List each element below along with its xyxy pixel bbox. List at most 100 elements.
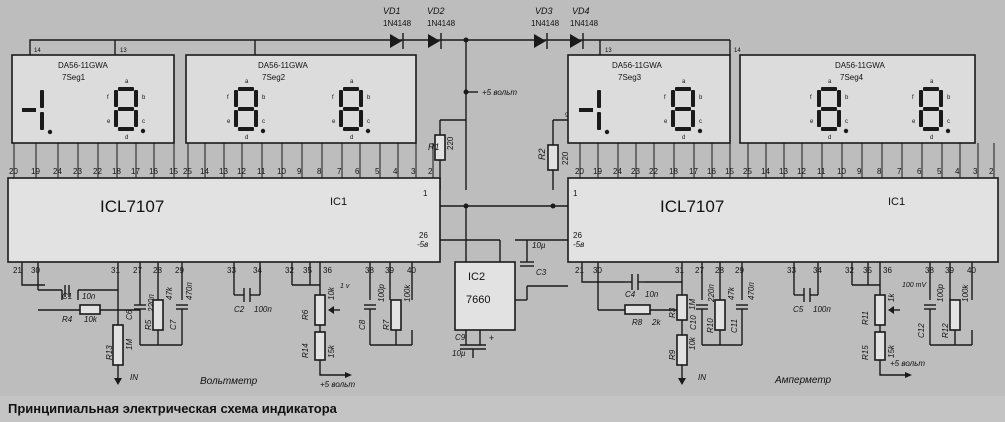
r15-ref: R15 <box>861 345 870 360</box>
7seg3-half-digit <box>579 90 610 135</box>
left-top-pin-9: 9 <box>297 167 302 176</box>
pin13-label: 13 <box>120 48 127 54</box>
r2-value: 220 <box>561 151 570 165</box>
ic1-right-neg5: -5в <box>573 240 584 249</box>
r13-value: 1M <box>125 339 134 350</box>
7seg2-digit-1-label-c: c <box>262 119 265 125</box>
7seg4-digit-2-seg-a <box>923 87 939 91</box>
ic1-right-ref: IC1 <box>888 196 905 208</box>
c4-value: 10п <box>645 290 659 299</box>
left-top-pin-14: 14 <box>200 167 209 176</box>
left-top-pin-22: 22 <box>93 167 102 176</box>
c1-value: 10п <box>82 292 96 301</box>
7seg3-part: DA56-11GWA <box>612 61 662 70</box>
r14-value: 15k <box>327 344 336 358</box>
7seg3-digit-seg-c <box>691 110 695 127</box>
7seg1-ref: 7Seg1 <box>62 73 86 82</box>
7seg2-digit-2-label-c: c <box>367 119 370 125</box>
capacitor-c12: C12 100р <box>917 284 945 338</box>
7seg4-digit-2-label-e: e <box>912 119 916 125</box>
ic1-left-pin1: 1 <box>423 189 428 198</box>
7seg1-half-digit <box>22 90 53 135</box>
c6-value: 220п <box>147 294 156 313</box>
7seg4-digit-1-label-e: e <box>810 119 814 125</box>
c10-ref: C10 <box>689 315 698 330</box>
left-top-pin-6: 6 <box>355 167 360 176</box>
7seg4-digit-2-label-f: f <box>912 95 914 101</box>
7seg4-ref: 7Seg4 <box>840 73 864 82</box>
7seg3-digit-label-b: b <box>699 95 703 101</box>
7seg2-digit-1-seg-c <box>254 110 258 127</box>
7seg3-digit-seg-d <box>675 127 691 131</box>
left-bottom-pin-35: 35 <box>303 266 312 275</box>
r10-value: 47k <box>727 286 736 300</box>
plus5-left-label: +5 вольт <box>320 380 355 389</box>
diode-vd1: VD1 1N4148 <box>383 6 412 49</box>
ic1-left-name: ICL7107 <box>100 197 164 216</box>
resistor-r1: R1 220 <box>428 134 455 161</box>
7seg3-ref: 7Seg3 <box>618 73 642 82</box>
7seg4-digit-2-seg-g <box>923 107 939 111</box>
vd1-part: 1N4148 <box>383 19 412 28</box>
pin9-label: 9 <box>565 113 569 119</box>
right-top-pin-18: 18 <box>669 167 678 176</box>
in-right-label: IN <box>698 373 706 382</box>
7seg2-digit-2-seg-g <box>343 107 359 111</box>
7seg2-digit-1-seg-e <box>234 110 238 127</box>
right-bottom-circuit <box>581 262 973 385</box>
7seg4-digit-2-seg-d <box>923 127 939 131</box>
7seg2-part: DA56-11GWA <box>258 61 308 70</box>
7seg1-digit-label-d: d <box>125 135 128 141</box>
7seg4-digit-2-seg-c <box>939 110 943 127</box>
right-top-pin-10: 10 <box>837 167 846 176</box>
right-bottom-pin-31: 31 <box>675 266 684 275</box>
7seg3-half-digit-seg-c <box>597 112 601 130</box>
vd2-ref: VD2 <box>427 6 445 16</box>
left-top-pin-10: 10 <box>277 167 286 176</box>
r3-ref: R3 <box>668 307 677 318</box>
7seg3-digit-label-c: c <box>699 119 702 125</box>
left-top-pin-16: 16 <box>149 167 158 176</box>
r6-ref: R6 <box>301 309 310 320</box>
7seg2-digit-2-dp <box>365 128 371 134</box>
c6-ref: C6 <box>125 309 134 320</box>
right-top-pin-19: 19 <box>593 167 602 176</box>
c7-ref: C7 <box>169 319 178 330</box>
resistor-r10: R10 47k <box>706 286 736 333</box>
7seg4-digit-1-label-b: b <box>845 95 849 101</box>
resistor-r14: R14 15k +5 вольт <box>301 331 355 389</box>
7seg1-half-digit-minus <box>22 108 36 112</box>
7seg1-digit-label-b: b <box>142 95 146 101</box>
7seg2-digit-1-dp <box>260 128 266 134</box>
ammeter-label: Амперметр <box>774 375 832 386</box>
right-top-pin-13: 13 <box>779 167 788 176</box>
left-top-pin-23: 23 <box>73 167 82 176</box>
7seg1-digit-seg-e <box>114 110 118 127</box>
c12-value: 100р <box>936 284 945 302</box>
7seg1-digit-label-f: f <box>107 95 109 101</box>
vd1-ref: VD1 <box>383 6 401 16</box>
7seg2-digit-2-label-b: b <box>367 95 371 101</box>
right-bottom-pin-21: 21 <box>575 266 584 275</box>
c3-value: 10µ <box>532 241 546 250</box>
right-top-pin-9: 9 <box>857 167 862 176</box>
pin13-label-right: 13 <box>605 48 612 54</box>
left-top-pin-8: 8 <box>317 167 322 176</box>
c7-value: 470п <box>185 282 194 300</box>
capacitor-c9: C9 10µ + <box>452 330 494 358</box>
7seg1-digit-label-c: c <box>142 119 145 125</box>
left-top-pin-25: 25 <box>183 167 192 176</box>
left-bottom-pin-29: 29 <box>175 266 184 275</box>
left-top-pin-2: 2 <box>428 167 433 176</box>
100mv-label: 100 mV <box>902 282 927 289</box>
capacitor-c7: C7 470п <box>169 282 194 330</box>
7seg4-digit-2-label-c: c <box>947 119 950 125</box>
r8-ref: R8 <box>632 318 643 327</box>
resistor-r13: R13 1M IN <box>105 324 138 382</box>
right-top-pin-24: 24 <box>613 167 622 176</box>
vd4-ref: VD4 <box>572 6 590 16</box>
